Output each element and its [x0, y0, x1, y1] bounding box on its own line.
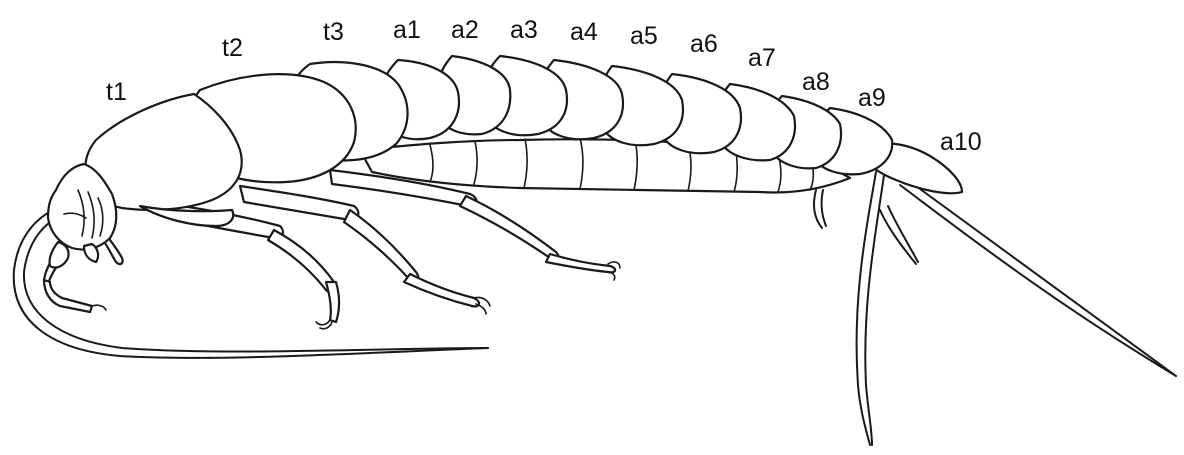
- label-a4: a4: [570, 18, 598, 46]
- label-a1: a1: [393, 16, 421, 44]
- label-a3: a3: [510, 16, 538, 44]
- label-t3: t3: [323, 18, 344, 46]
- label-a10: a10: [940, 128, 982, 156]
- label-t1: t1: [106, 78, 127, 106]
- label-a9: a9: [858, 84, 886, 112]
- label-a6: a6: [690, 30, 718, 58]
- label-t2: t2: [222, 34, 243, 62]
- cerci: [814, 172, 1176, 445]
- label-a2: a2: [451, 16, 479, 44]
- label-a7: a7: [748, 44, 776, 72]
- label-a8: a8: [802, 68, 830, 96]
- label-a5: a5: [630, 22, 658, 50]
